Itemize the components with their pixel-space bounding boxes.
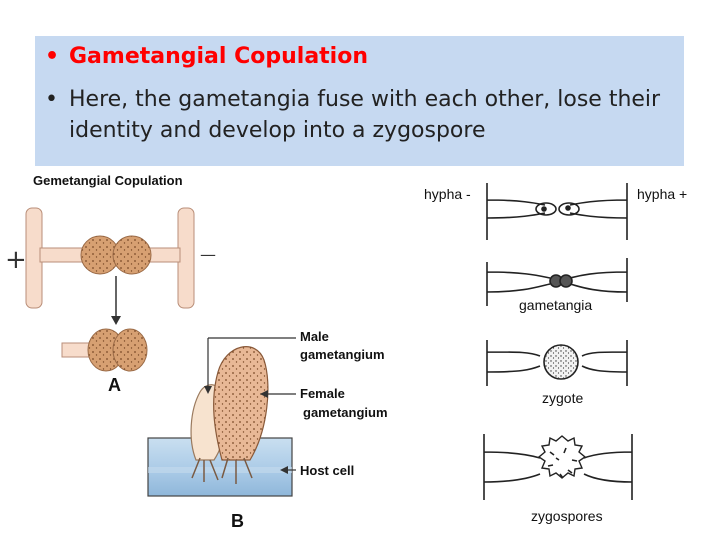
minus-sign: —: [200, 245, 216, 264]
left-branch: [40, 248, 86, 262]
male-label-1: Male: [300, 329, 329, 344]
label-b: B: [231, 511, 244, 531]
stage-hyphae: [487, 183, 627, 240]
plus-sign: +: [5, 245, 27, 275]
host-cell-label: Host cell: [300, 463, 354, 478]
hypha-minus-label: hypha -: [424, 186, 471, 202]
zygote-label: zygote: [542, 390, 583, 406]
gametangia-label: gametangia: [519, 297, 592, 313]
female-label-2: gametangium: [303, 405, 388, 420]
zygospore-cell: [539, 436, 585, 478]
fusing-hyphae-diagram: + —: [5, 208, 216, 325]
figure-left: Gemetangial Copulation + —: [5, 173, 388, 531]
female-label-1: Female: [300, 386, 345, 401]
label-a: A: [108, 375, 121, 395]
fused-gametangia-a: A: [62, 329, 147, 395]
stage-zygospore: [484, 434, 632, 500]
male-label-2: gametangium: [300, 347, 385, 362]
figure-title: Gemetangial Copulation: [33, 173, 183, 188]
host-cell-diagram-b: B: [148, 347, 292, 531]
zygospores-label: zygospores: [531, 508, 603, 524]
stage-zygote: [487, 340, 627, 386]
figure-right: [484, 183, 632, 500]
hypha-plus-label: hypha +: [637, 186, 687, 202]
